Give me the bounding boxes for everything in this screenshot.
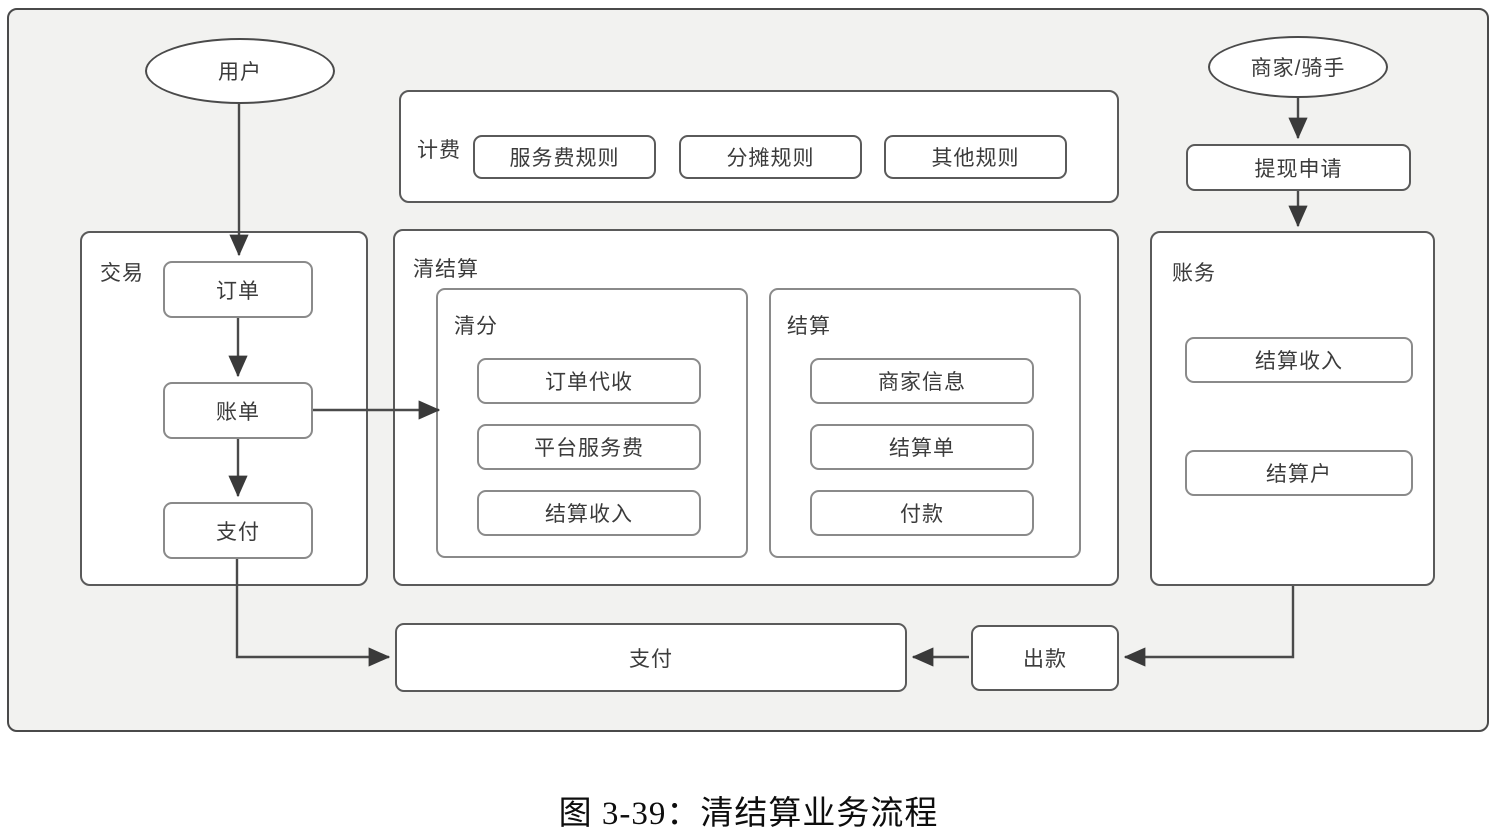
transaction-step-payment[interactable]: 支付 <box>163 502 313 559</box>
accounting-panel-title: 账务 <box>1172 262 1216 285</box>
jiesuan-item-merchant-info-label: 商家信息 <box>878 371 966 394</box>
jiesuan-item-settlement-sheet[interactable]: 结算单 <box>810 424 1034 470</box>
actor-user: 用户 <box>145 38 335 104</box>
billing-rule-allocation-label: 分摊规则 <box>726 147 815 170</box>
figure-caption: 图 3-39：清结算业务流程 <box>558 796 939 832</box>
clearing-subpanel-fenpei-title: 清分 <box>454 315 498 338</box>
withdraw-request-label: 提现申请 <box>1254 157 1343 181</box>
fenpei-item-settlement-income-label: 结算收入 <box>545 503 633 526</box>
billing-panel-title: 计费 <box>417 139 461 162</box>
jiesuan-item-settlement-sheet-label: 结算单 <box>889 437 955 460</box>
fenpei-item-order-collection-label: 订单代收 <box>545 371 633 394</box>
bottom-payout-box[interactable]: 出款 <box>971 625 1119 691</box>
fenpei-item-order-collection[interactable]: 订单代收 <box>477 358 701 404</box>
transaction-step-order[interactable]: 订单 <box>163 261 313 318</box>
bottom-payout-label: 出款 <box>1023 648 1067 671</box>
billing-rule-other[interactable]: 其他规则 <box>884 135 1067 179</box>
billing-rule-service-fee[interactable]: 服务费规则 <box>473 135 656 179</box>
fenpei-item-platform-fee[interactable]: 平台服务费 <box>477 424 701 470</box>
accounting-item-settlement-account-label: 结算户 <box>1266 463 1332 486</box>
transaction-panel-title: 交易 <box>100 262 144 285</box>
transaction-step-payment-label: 支付 <box>216 520 260 544</box>
clearing-subpanel-jiesuan-title: 结算 <box>787 315 831 338</box>
transaction-step-order-label: 订单 <box>216 279 260 303</box>
actor-user-label: 用户 <box>218 61 262 84</box>
bottom-payment-box[interactable]: 支付 <box>395 623 907 692</box>
billing-rule-allocation[interactable]: 分摊规则 <box>679 135 862 179</box>
accounting-item-settlement-income-label: 结算收入 <box>1255 350 1343 373</box>
clearing-panel-title: 清结算 <box>413 258 479 281</box>
jiesuan-item-merchant-info[interactable]: 商家信息 <box>810 358 1034 404</box>
withdraw-request-box[interactable]: 提现申请 <box>1186 144 1411 191</box>
billing-rule-service-fee-label: 服务费规则 <box>509 147 620 170</box>
actor-merchant-rider-label: 商家/骑手 <box>1250 57 1346 80</box>
jiesuan-item-payout-label: 付款 <box>900 503 944 526</box>
actor-merchant-rider: 商家/骑手 <box>1208 36 1388 98</box>
accounting-item-settlement-income[interactable]: 结算收入 <box>1185 337 1413 383</box>
transaction-step-bill-label: 账单 <box>216 400 260 424</box>
accounting-panel: 账务 <box>1150 231 1435 586</box>
accounting-item-settlement-account[interactable]: 结算户 <box>1185 450 1413 496</box>
jiesuan-item-payout[interactable]: 付款 <box>810 490 1034 536</box>
fenpei-item-platform-fee-label: 平台服务费 <box>534 437 644 460</box>
transaction-step-bill[interactable]: 账单 <box>163 382 313 439</box>
bottom-payment-label: 支付 <box>629 647 673 671</box>
billing-rule-other-label: 其他规则 <box>931 147 1020 170</box>
fenpei-item-settlement-income[interactable]: 结算收入 <box>477 490 701 536</box>
